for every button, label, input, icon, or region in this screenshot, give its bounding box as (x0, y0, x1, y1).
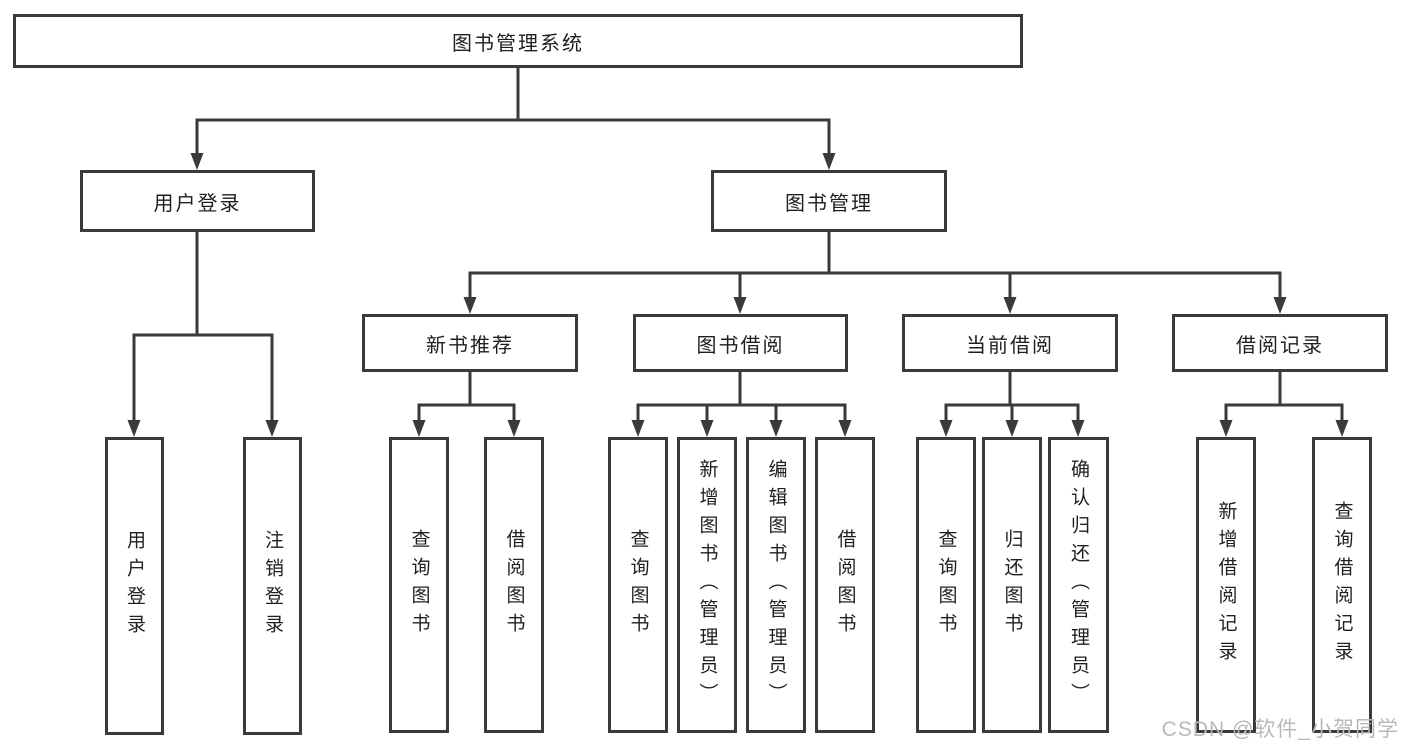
node-current-borrowing: 当前借阅 (902, 314, 1118, 372)
leaf-borrow-books-borrowing: 借阅图书 (815, 437, 875, 733)
leaf-borrow-books-recommendation: 借阅图书 (484, 437, 544, 733)
leaf-query-borrow-record: 查询借阅记录 (1312, 437, 1372, 733)
node-label: 当前借阅 (966, 334, 1054, 357)
node-book-management-branch: 图书管理 (711, 170, 947, 232)
leaf-user-login: 用户登录 (105, 437, 164, 735)
node-label: 查询借阅记录 (1331, 501, 1353, 669)
leaf-query-books-borrowing: 查询图书 (608, 437, 668, 733)
node-user-login-branch: 用户登录 (80, 170, 315, 232)
node-new-book-recommendation: 新书推荐 (362, 314, 578, 372)
node-label: 注销登录 (262, 530, 283, 642)
node-label: 新书推荐 (426, 334, 514, 357)
csdn-watermark: CSDN @软件_小贺同学 (1161, 718, 1399, 741)
node-label: 图书管理系统 (452, 32, 584, 55)
node-label: 归还图书 (1001, 529, 1023, 641)
node-book-borrowing: 图书借阅 (633, 314, 848, 372)
node-label: 新增借阅记录 (1215, 501, 1237, 669)
node-label: 借阅记录 (1236, 334, 1324, 357)
node-library-management-system: 图书管理系统 (13, 14, 1023, 68)
leaf-edit-book-admin: 编辑图书（管理员） (746, 437, 806, 733)
arrowheads (127, 153, 1349, 437)
node-label: 确认归还（管理员） (1068, 459, 1089, 711)
node-label: 查询图书 (935, 529, 957, 641)
node-label: 查询图书 (408, 529, 430, 641)
node-borrowing-records: 借阅记录 (1172, 314, 1388, 372)
node-label: 图书管理 (785, 192, 873, 215)
leaf-logout: 注销登录 (243, 437, 302, 735)
leaf-confirm-return-admin: 确认归还（管理员） (1048, 437, 1109, 733)
leaf-return-book: 归还图书 (982, 437, 1042, 733)
node-label: 借阅图书 (834, 529, 856, 641)
leaf-add-book-admin: 新增图书（管理员） (677, 437, 737, 733)
node-label: 图书借阅 (696, 334, 785, 357)
node-label: 借阅图书 (503, 529, 525, 641)
leaf-query-books-current: 查询图书 (916, 437, 976, 733)
leaf-query-books-recommendation: 查询图书 (389, 437, 449, 733)
node-label: 新增图书（管理员） (696, 459, 718, 711)
node-label: 用户登录 (124, 530, 145, 642)
leaf-add-borrow-record: 新增借阅记录 (1196, 437, 1256, 733)
node-label: 用户登录 (153, 192, 242, 215)
node-label: 查询图书 (627, 529, 649, 641)
node-label: 编辑图书（管理员） (765, 459, 787, 711)
